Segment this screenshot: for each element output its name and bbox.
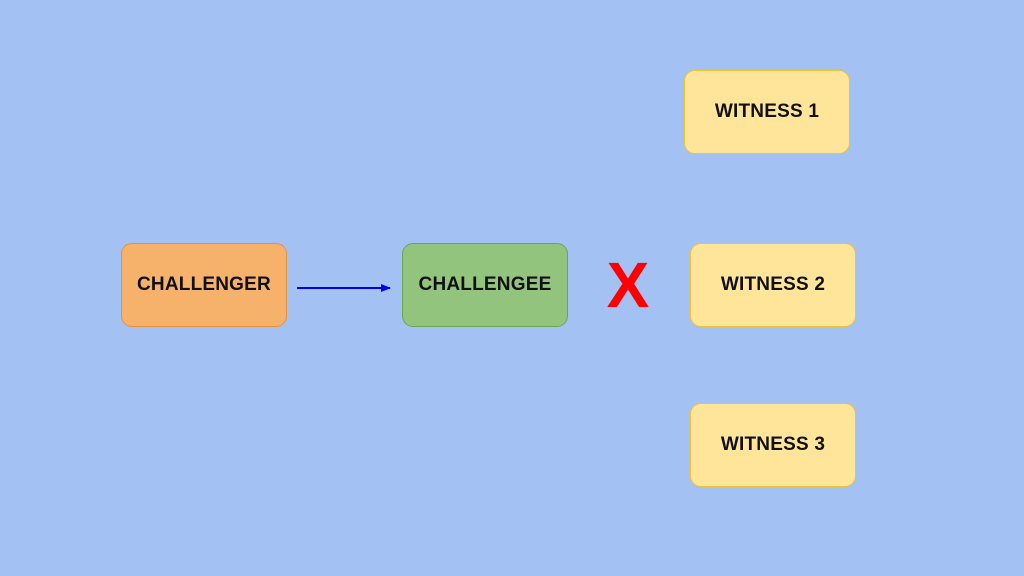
challengee-node: CHALLENGEE [402,243,568,327]
witness-3-label: WITNESS 3 [720,434,826,455]
witness-3-node: WITNESS 3 [690,403,856,487]
witness-2-node: WITNESS 2 [690,243,856,327]
cross-mark-icon: X [606,249,650,321]
witness-1-label: WITNESS 1 [714,101,820,122]
challenger-label: CHALLENGER [137,274,271,295]
witness-2-label: WITNESS 2 [720,274,826,295]
challengee-label: CHALLENGEE [418,274,552,295]
witness-1-node: WITNESS 1 [684,70,850,154]
challenger-node: CHALLENGER [121,243,287,327]
